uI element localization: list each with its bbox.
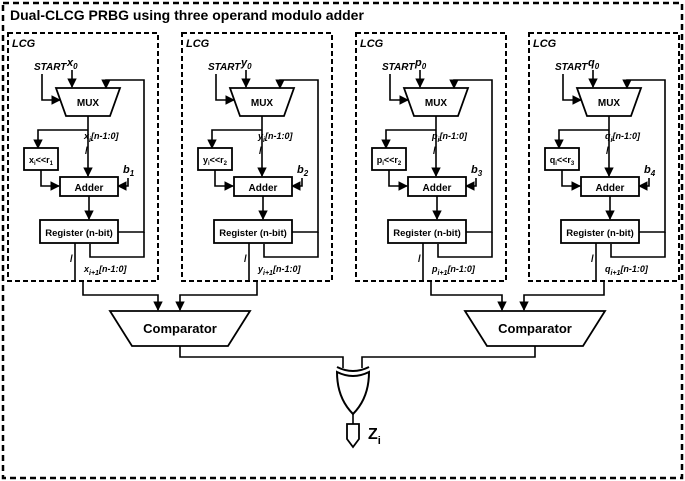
bus-width-slash: / bbox=[433, 146, 436, 157]
lcg-label: LCG bbox=[360, 38, 384, 50]
bus-label: pi[n-1:0] bbox=[431, 131, 468, 144]
seed-label: p0 bbox=[414, 57, 427, 71]
register-block bbox=[387, 219, 467, 244]
comparator-right-label: Comparator bbox=[498, 321, 572, 336]
bus-label: xi[n-1:0] bbox=[83, 131, 119, 144]
bus-width-slash: / bbox=[259, 146, 262, 157]
lcg-label: LCG bbox=[533, 38, 557, 50]
adder-label: Adder bbox=[423, 183, 452, 194]
mux-label: MUX bbox=[251, 98, 274, 109]
seed-label: q0 bbox=[588, 57, 600, 71]
adder-label: Adder bbox=[596, 183, 625, 194]
shift-label: xi<<r1 bbox=[29, 155, 54, 167]
register-label: Register (n-bit) bbox=[219, 228, 287, 239]
adder-label: Adder bbox=[249, 183, 278, 194]
mux-label: MUX bbox=[77, 98, 100, 109]
start-label: START bbox=[555, 62, 588, 73]
constant-label: b4 bbox=[644, 164, 656, 178]
comparator-left: Comparator bbox=[108, 310, 252, 347]
xor-gate bbox=[335, 366, 371, 416]
comparator-right: Comparator bbox=[463, 310, 607, 347]
bus-width-slash: / bbox=[606, 146, 609, 157]
adder-label: Adder bbox=[75, 183, 104, 194]
constant-label: b2 bbox=[297, 164, 309, 178]
comparator-left-label: Comparator bbox=[143, 321, 217, 336]
mux-block bbox=[575, 87, 643, 117]
next-state-label: qi+1[n-1:0] bbox=[605, 264, 649, 277]
next-width-slash: / bbox=[591, 254, 594, 265]
constant-label: b1 bbox=[123, 164, 135, 178]
comparator-wires bbox=[82, 281, 605, 311]
constant-label: b3 bbox=[471, 164, 483, 178]
next-state-label: yi+1[n-1:0] bbox=[257, 264, 301, 277]
next-width-slash: / bbox=[70, 254, 73, 265]
register-label: Register (n-bit) bbox=[566, 228, 634, 239]
next-width-slash: / bbox=[418, 254, 421, 265]
lcg-label: LCG bbox=[186, 38, 210, 50]
start-label: START bbox=[208, 62, 241, 73]
register-label: Register (n-bit) bbox=[45, 228, 113, 239]
output-label: Zi bbox=[368, 426, 381, 447]
next-width-slash: / bbox=[244, 254, 247, 265]
register-block bbox=[213, 219, 293, 244]
shift-label: pi<<r2 bbox=[377, 155, 402, 167]
seed-label: y0 bbox=[240, 57, 252, 71]
mux-label: MUX bbox=[425, 98, 448, 109]
register-block bbox=[39, 219, 119, 244]
bus-label: qi[n-1:0] bbox=[605, 131, 641, 144]
diagram-title: Dual-CLCG PRBG using three operand modul… bbox=[10, 7, 364, 23]
mux-block bbox=[402, 87, 470, 117]
register-block bbox=[560, 219, 640, 244]
seed-label: x0 bbox=[66, 57, 78, 71]
next-state-label: xi+1[n-1:0] bbox=[83, 264, 127, 277]
bus-label: yi[n-1:0] bbox=[257, 131, 293, 144]
xor-wires bbox=[179, 346, 536, 368]
register-label: Register (n-bit) bbox=[393, 228, 461, 239]
start-label: START bbox=[382, 62, 415, 73]
output-pin bbox=[346, 423, 360, 449]
mux-block bbox=[228, 87, 296, 117]
next-state-label: pi+1[n-1:0] bbox=[431, 264, 476, 277]
mux-label: MUX bbox=[598, 98, 621, 109]
bus-width-slash: / bbox=[85, 146, 88, 157]
start-label: START bbox=[34, 62, 67, 73]
shift-label: qi<<r3 bbox=[550, 155, 575, 167]
mux-block bbox=[54, 87, 122, 117]
shift-label: yi<<r2 bbox=[203, 155, 228, 167]
lcg-label: LCG bbox=[12, 38, 36, 50]
